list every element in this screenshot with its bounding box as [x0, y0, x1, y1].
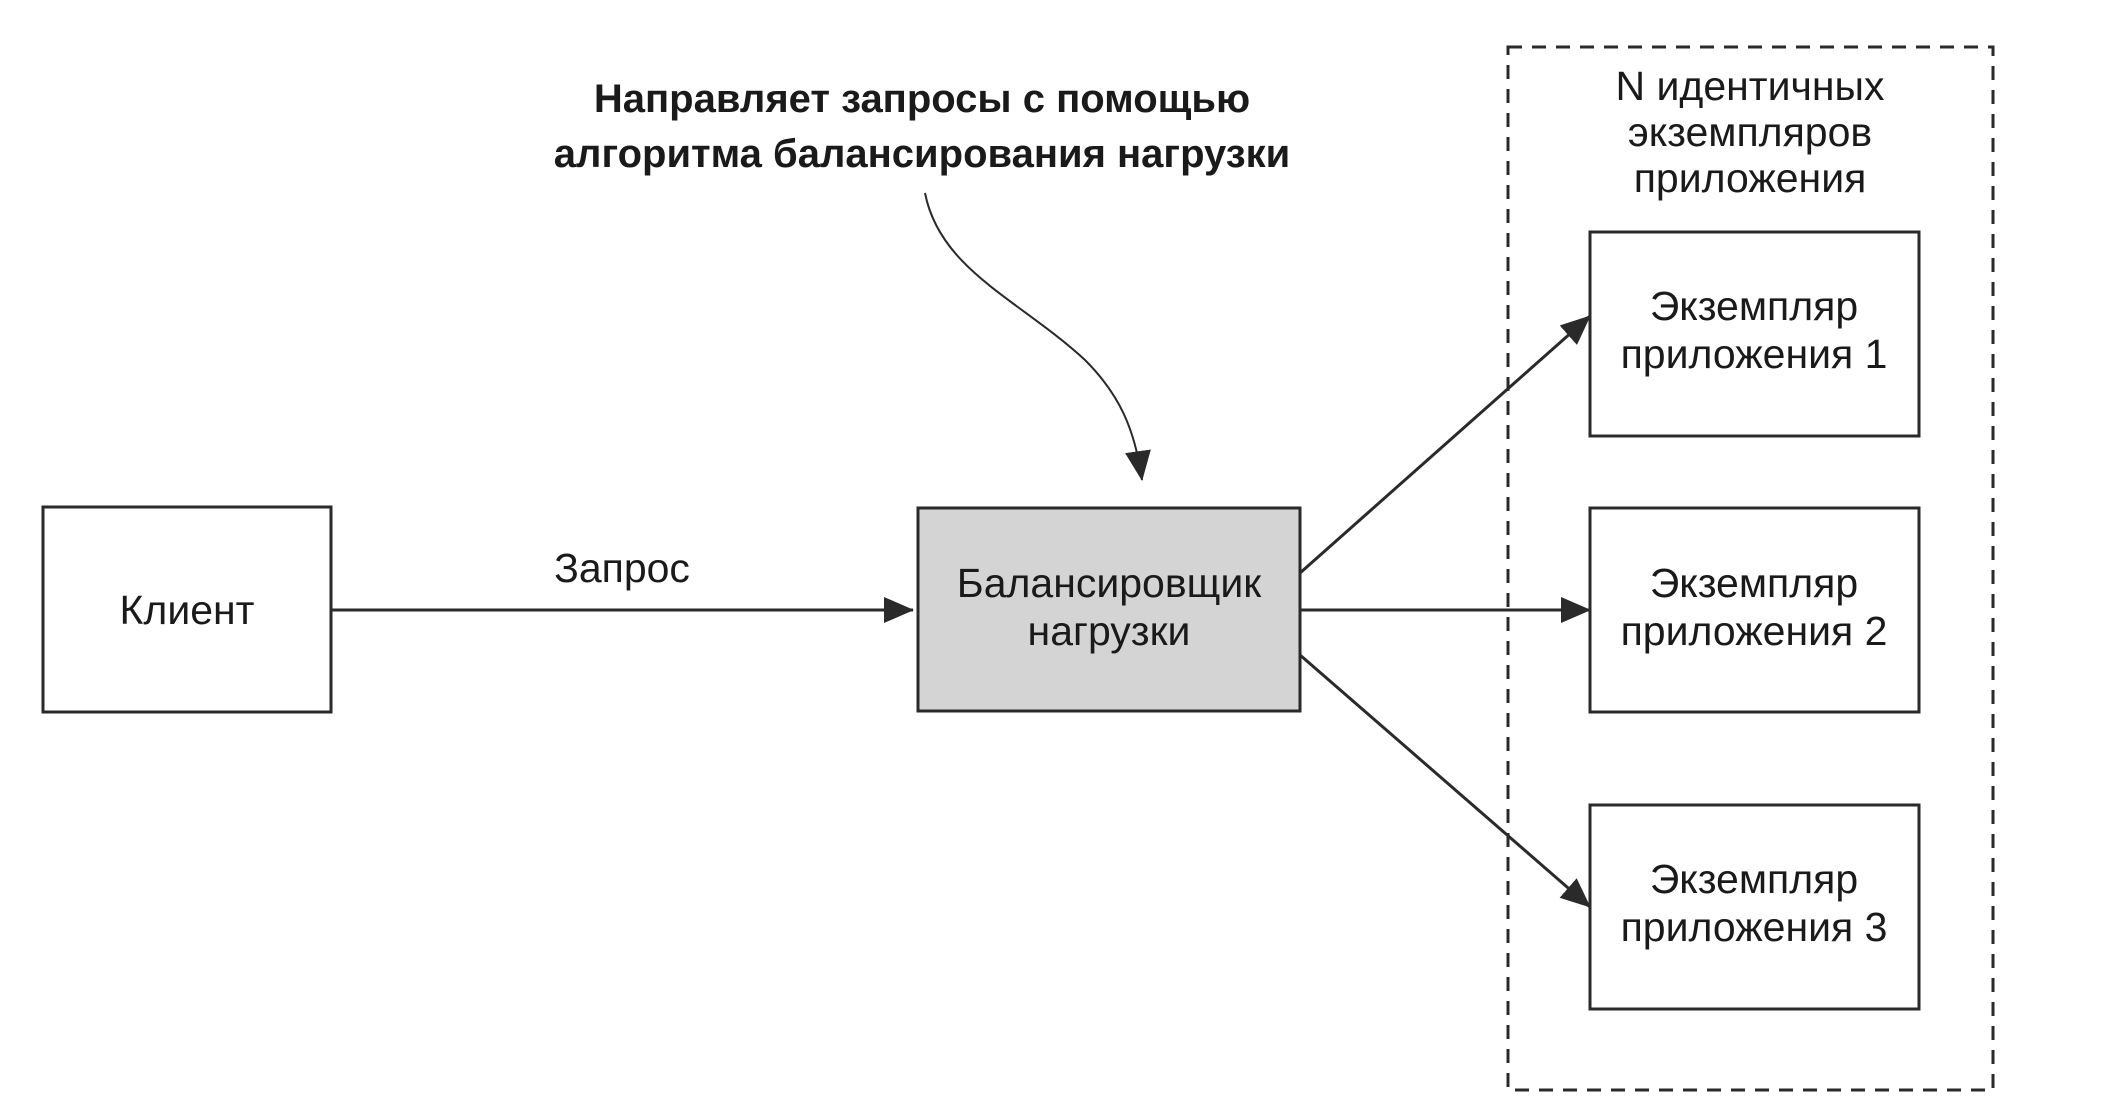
client-box [41, 505, 333, 714]
instance-3-label-line2: приложения 3 [1621, 904, 1888, 950]
load-balancer-box [916, 506, 1302, 713]
callout-line1: Направляет запросы с помощью [594, 77, 1250, 121]
callout-line2: алгоритма балансирования нагрузки [554, 132, 1290, 176]
group-label-line1: N идентичных [1616, 63, 1885, 109]
request-label: Запрос [554, 545, 690, 591]
instances-group-dashed-border [1506, 45, 1995, 1092]
client-label: Клиент [120, 587, 255, 633]
instance-2-label-line1: Экземпляр [1650, 560, 1858, 606]
load-balancer-label-line1: Балансировщик [957, 560, 1262, 606]
instance-3-label-line1: Экземпляр [1650, 856, 1858, 902]
instance-box-3 [1588, 803, 1921, 1011]
instance-1-label-line2: приложения 1 [1621, 331, 1888, 377]
instance-1-label-line1: Экземпляр [1650, 283, 1858, 329]
group-label-line3: приложения [1634, 155, 1867, 201]
callout-arrow [924, 192, 1151, 481]
instance-2-label-line2: приложения 2 [1621, 608, 1888, 654]
arrow-to-instance-3 [1299, 653, 1591, 909]
arrow-to-instance-1 [1299, 314, 1591, 575]
group-label-line2: экземпляров [1628, 109, 1872, 155]
instance-box-1 [1588, 230, 1921, 438]
load-balancer-label-line2: нагрузки [1028, 608, 1191, 654]
instance-box-2 [1588, 506, 1921, 714]
